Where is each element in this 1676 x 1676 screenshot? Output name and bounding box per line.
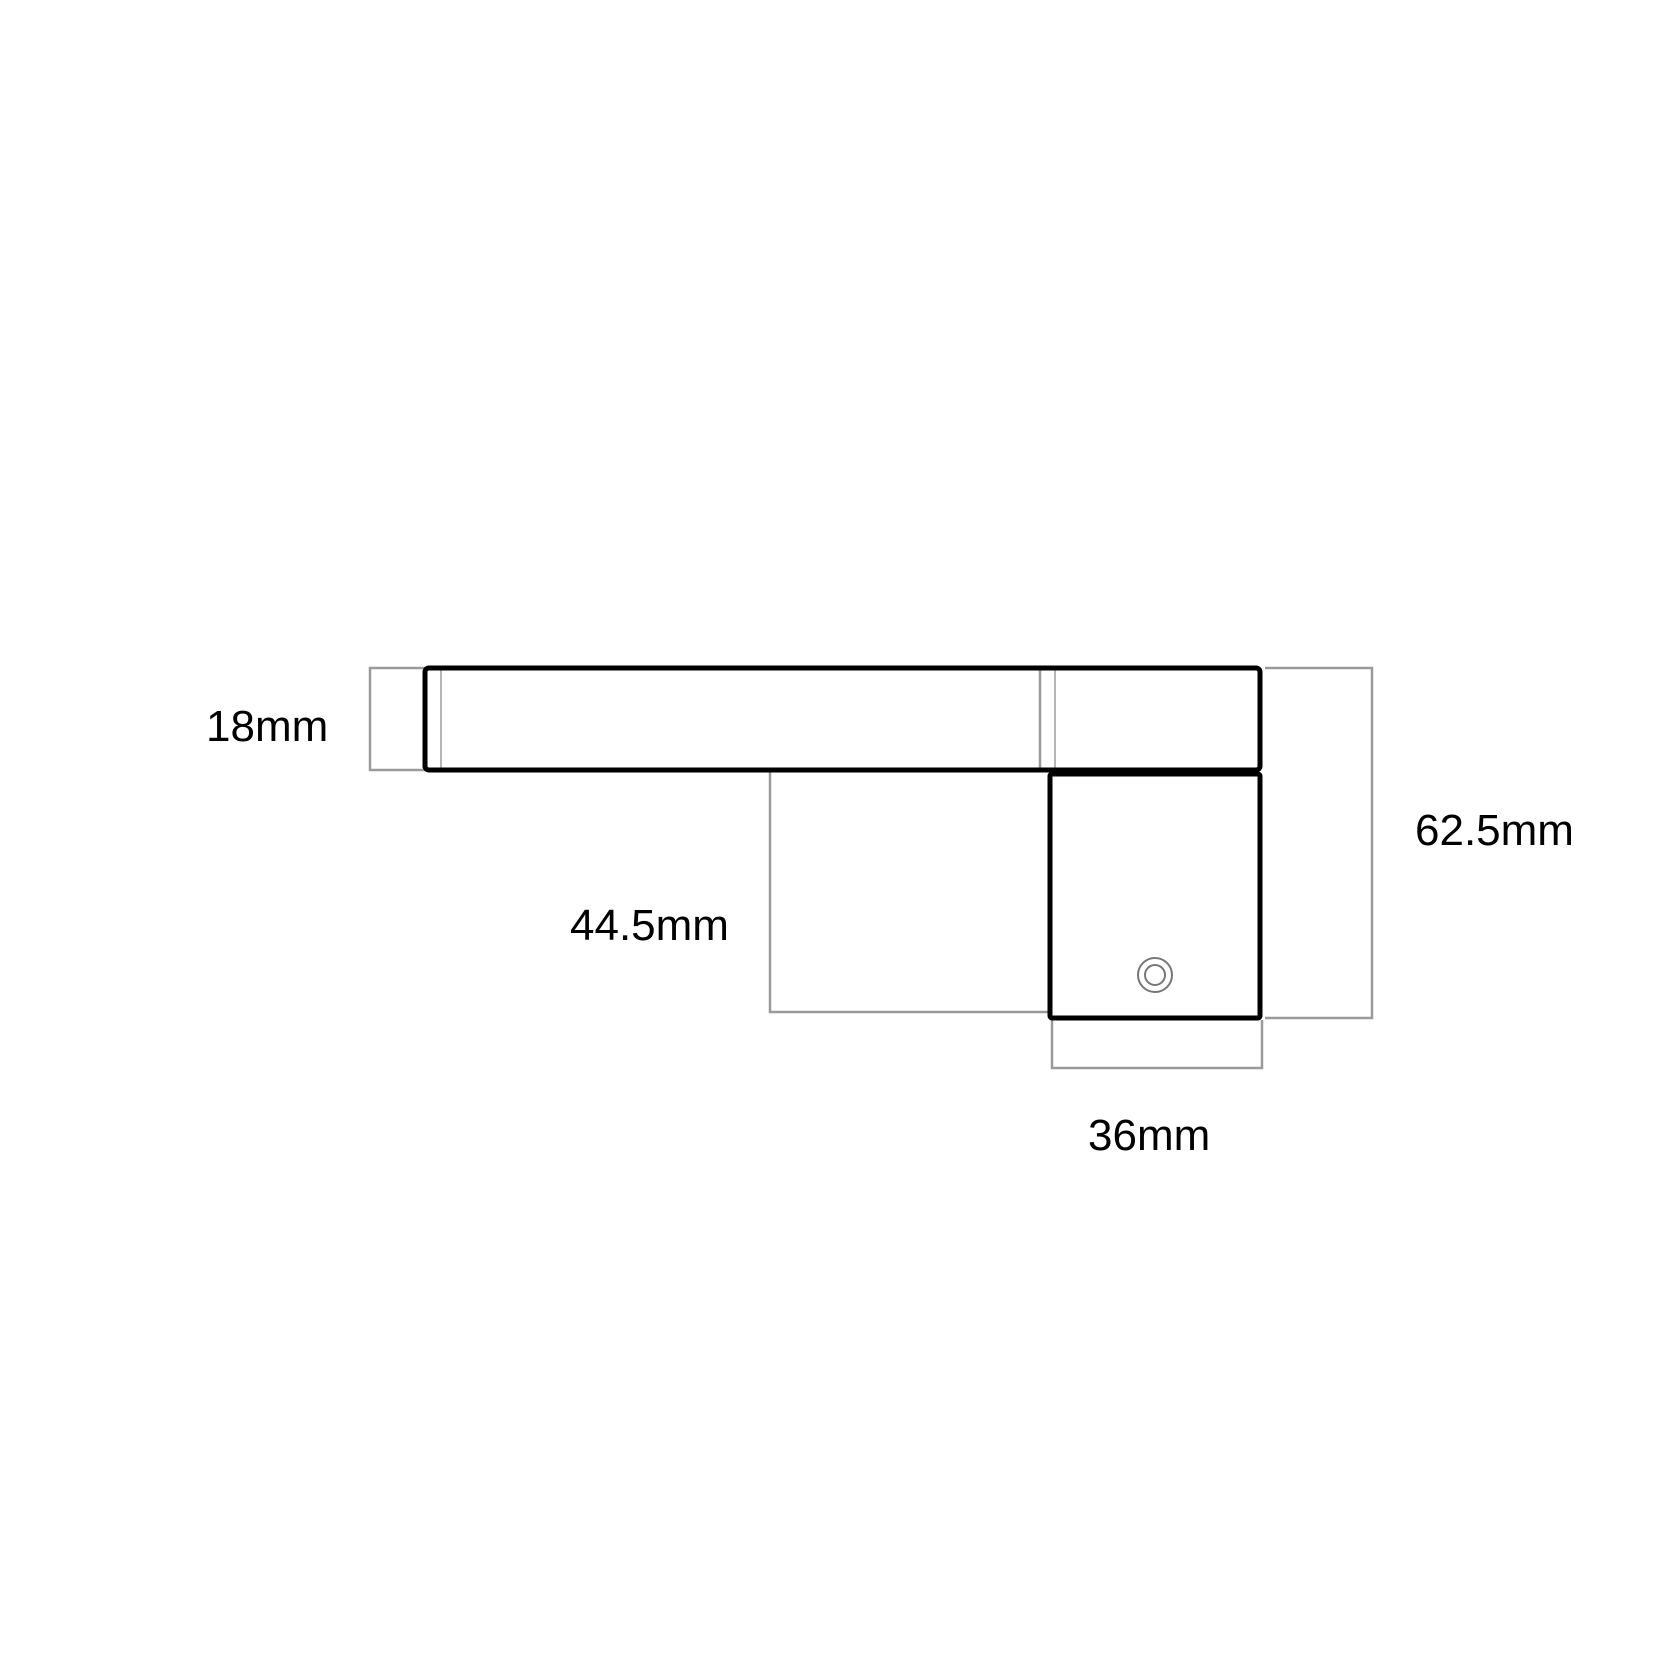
bracket-outline — [422, 665, 1263, 1021]
lower-block — [1047, 771, 1263, 1021]
total-height-label: 62.5mm — [1415, 806, 1574, 855]
hole-icon — [1137, 957, 1173, 993]
block-height-label: 44.5mm — [570, 901, 729, 950]
total-height-dimension-bracket — [1265, 666, 1374, 1020]
block-width-dimension-bracket — [1050, 1020, 1264, 1070]
thickness-dimension-bracket — [368, 666, 425, 772]
thickness-label: 18mm — [206, 702, 328, 751]
block-width-label: 36mm — [1088, 1111, 1210, 1160]
dimension-lines — [368, 666, 1374, 1070]
top-bar — [422, 665, 1263, 773]
block-height-dimension-bracket — [760, 768, 1048, 1014]
